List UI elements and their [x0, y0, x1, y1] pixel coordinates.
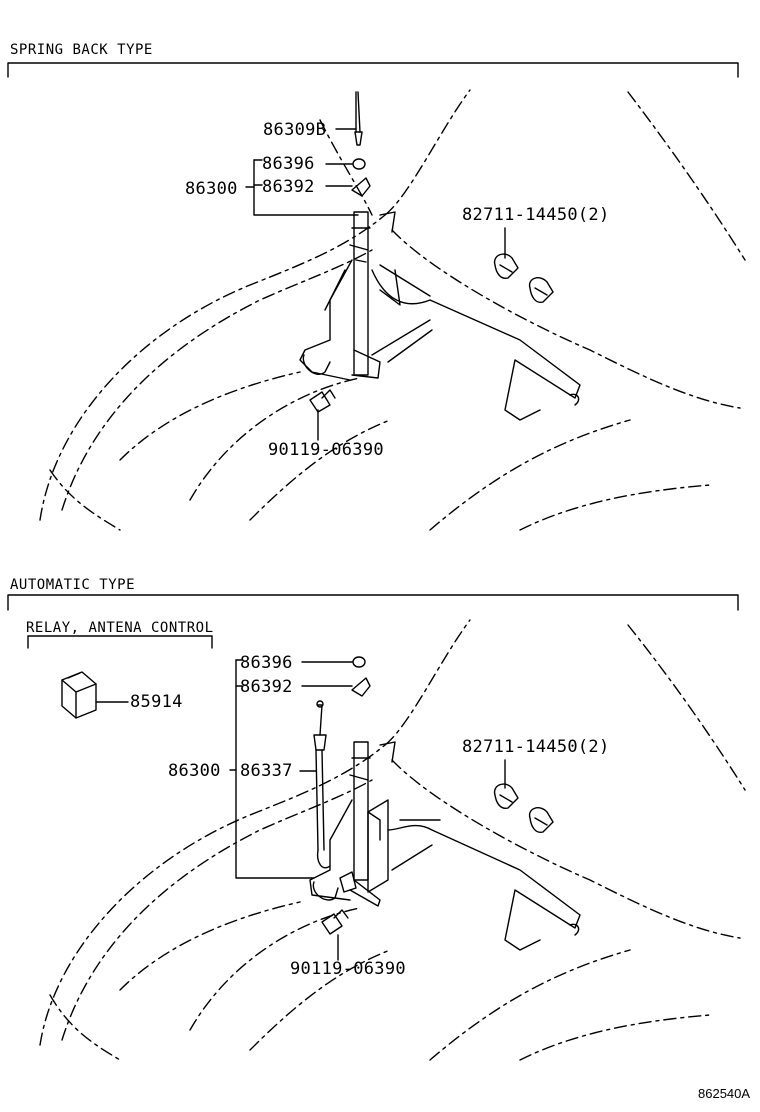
part-label-screw: 90119-06390 [268, 440, 384, 460]
antenna-assembly-bottom [309, 656, 581, 951]
spring-back-frame [7, 62, 739, 78]
part-label-bezel: 86392 [262, 177, 315, 197]
section-title-automatic: AUTOMATIC TYPE [10, 577, 136, 593]
figure-code: 862540A [698, 1086, 751, 1101]
car-body-top [39, 89, 746, 531]
clamps-top [493, 253, 554, 303]
part-label-cable: 86337 [240, 761, 293, 781]
part-label-nut: 86396 [262, 154, 315, 174]
part-label-clamp: 82711-14450(2) [462, 205, 610, 225]
automatic-frame [7, 594, 739, 649]
part-label-clamp-bottom: 82711-14450(2) [462, 737, 610, 757]
part-label-antenna-assy-bottom: 86300 [168, 761, 221, 781]
section-title-spring-back: SPRING BACK TYPE [10, 42, 153, 58]
car-body-bottom [39, 619, 746, 1061]
part-label-rod: 86309B [263, 120, 327, 140]
part-label-nut-bottom: 86396 [240, 653, 293, 673]
leader-lines-bottom [229, 659, 506, 961]
leader-lines-top [245, 128, 506, 441]
relay-unit [61, 671, 129, 719]
part-label-bezel-bottom: 86392 [240, 677, 293, 697]
part-label-screw-bottom: 90119-06390 [290, 959, 406, 979]
clamps-bottom [493, 783, 554, 833]
part-label-antenna-assy: 86300 [185, 179, 238, 199]
section-title-relay: RELAY, ANTENA CONTROL [26, 620, 214, 636]
part-label-relay: 85914 [130, 692, 183, 712]
antenna-assembly-top [299, 91, 581, 421]
